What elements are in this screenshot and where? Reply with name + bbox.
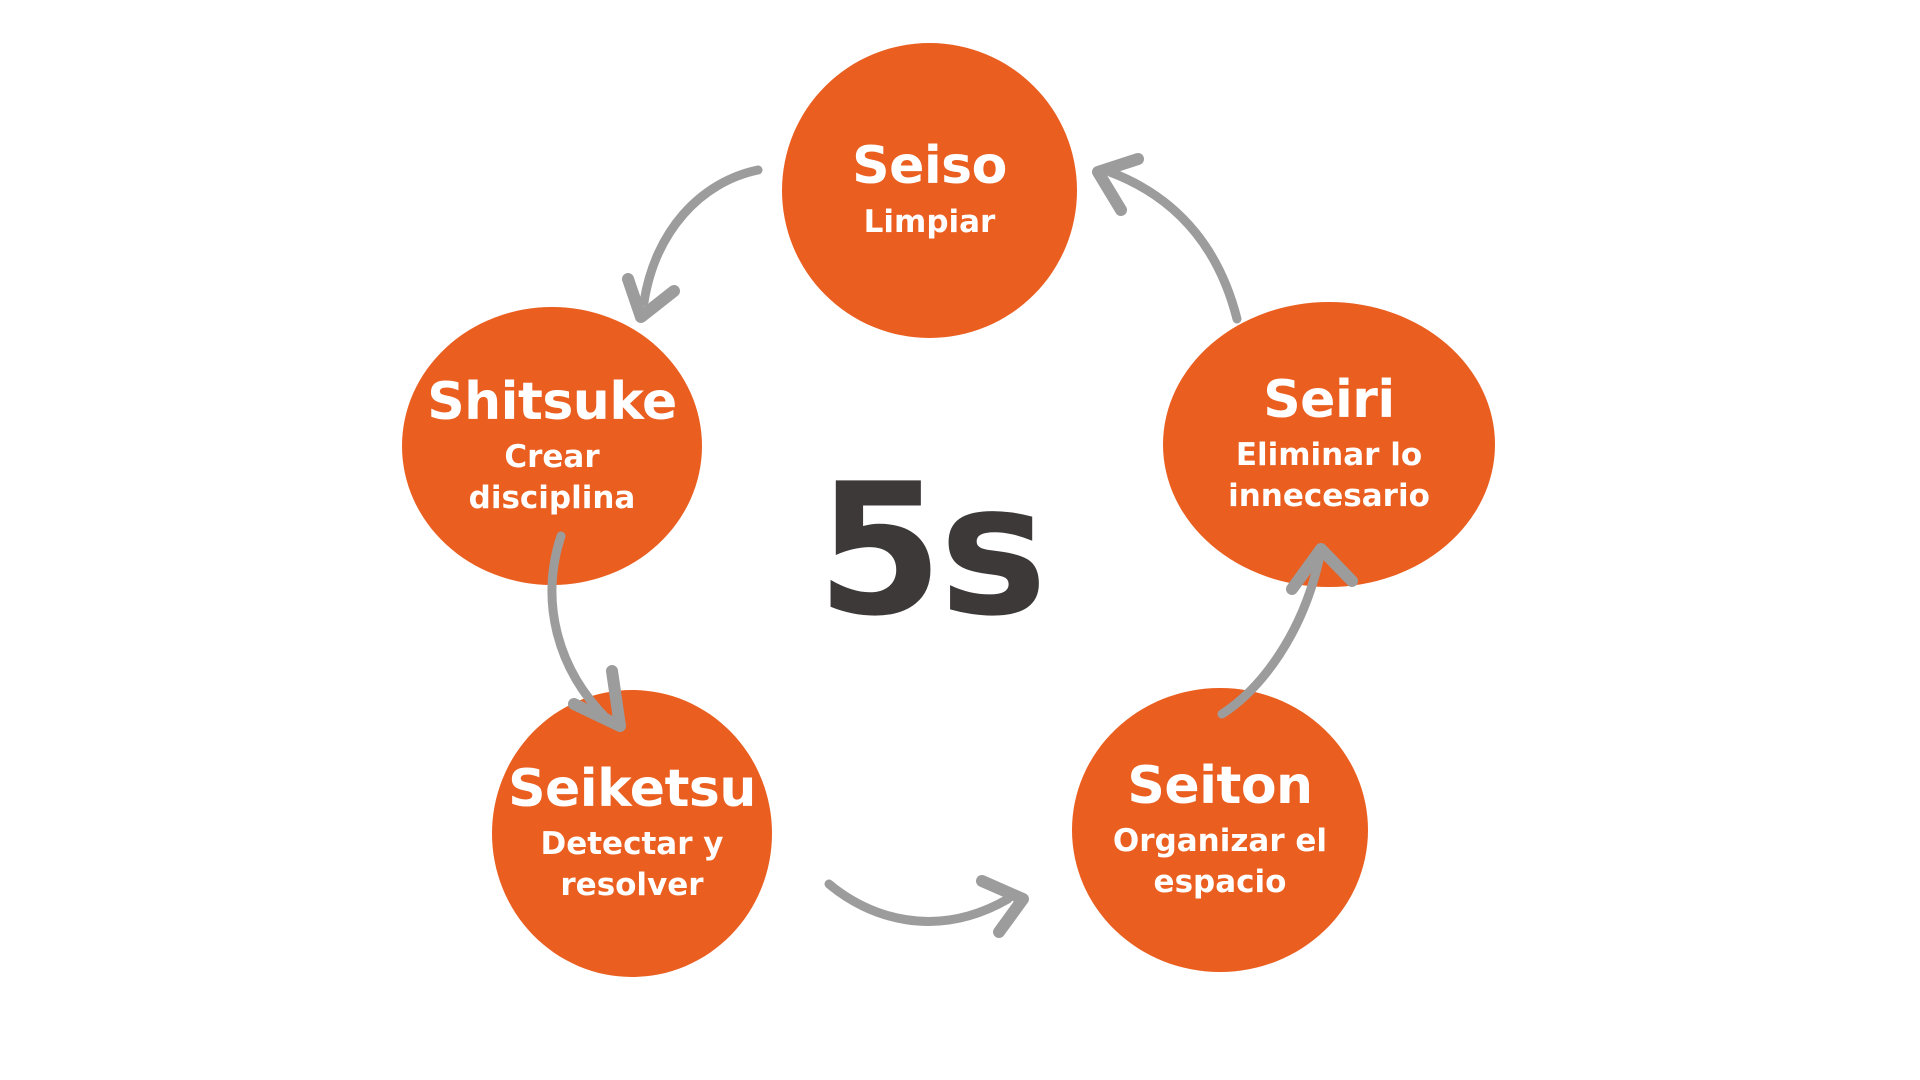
arrow-seiso-to-shitsuke xyxy=(622,165,763,323)
circle-seiri: Seiri Eliminar lo innecesario xyxy=(1163,302,1495,587)
step-description-line: Crear xyxy=(504,438,600,475)
step-name: Seiso xyxy=(852,136,1007,197)
step-description: Eliminar lo innecesario xyxy=(1228,435,1430,517)
step-description: Organizar el espacio xyxy=(1113,821,1327,903)
arrow-seiri-to-seiso xyxy=(1092,153,1242,324)
step-description-line: Eliminar lo xyxy=(1235,437,1423,474)
circle-seiketsu: Seiketsu Detectar y resolver xyxy=(492,690,772,977)
step-description-line: disciplina xyxy=(468,479,636,516)
step-description-line: resolver xyxy=(560,867,704,904)
step-description-line: Organizar el xyxy=(1112,822,1328,859)
center-title: 5s xyxy=(816,444,1048,656)
step-description-line: Limpiar xyxy=(863,203,996,240)
circle-shitsuke: Shitsuke Crear disciplina xyxy=(402,307,702,585)
step-name: Seiton xyxy=(1127,755,1313,816)
step-description: Crear disciplina xyxy=(469,437,636,519)
step-name: Seiri xyxy=(1263,370,1395,431)
step-name: Seiketsu xyxy=(508,759,756,820)
arrow-seiketsu-to-seiton xyxy=(824,875,1029,938)
step-name: Shitsuke xyxy=(427,371,677,432)
step-description: Limpiar xyxy=(864,202,996,243)
step-description-line: innecesario xyxy=(1228,478,1430,515)
circle-seiso: Seiso Limpiar xyxy=(782,43,1077,338)
step-description-line: espacio xyxy=(1153,863,1287,900)
step-description: Detectar y resolver xyxy=(540,824,723,906)
step-description-line: Detectar y xyxy=(540,826,724,863)
circle-seiton: Seiton Organizar el espacio xyxy=(1072,688,1368,972)
